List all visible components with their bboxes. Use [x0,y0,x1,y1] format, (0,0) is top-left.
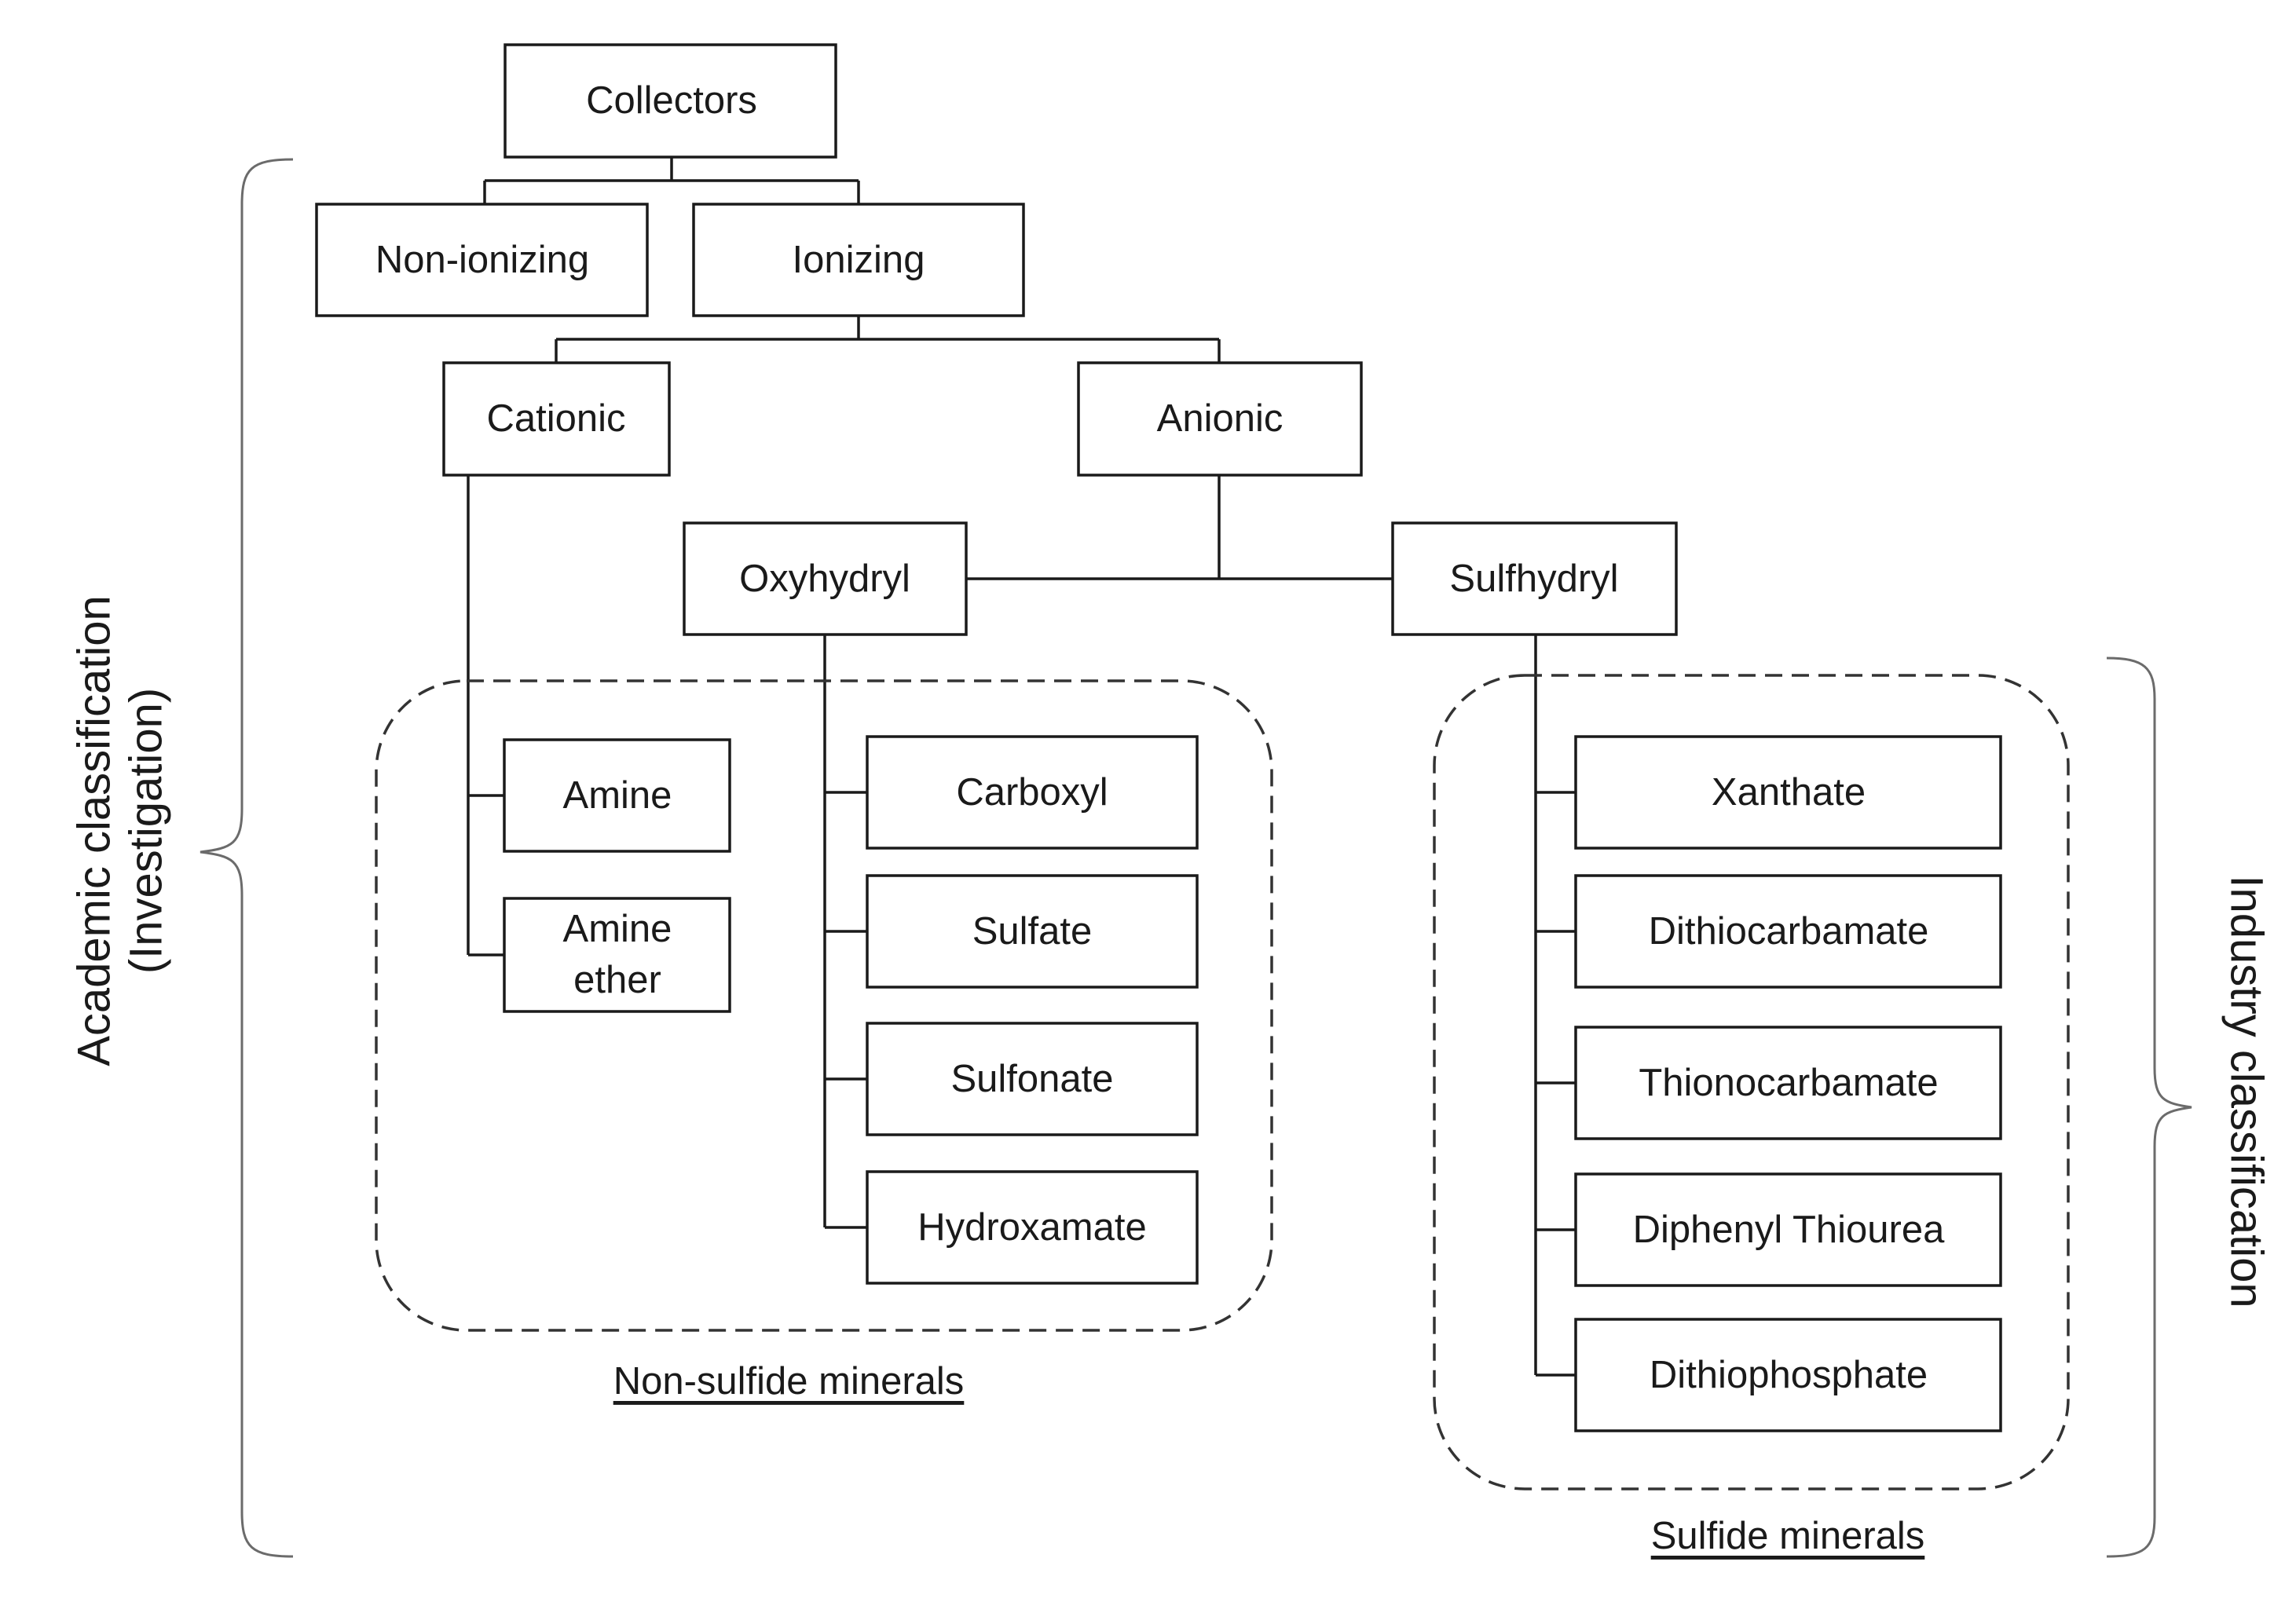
collectors-label: Collectors [586,79,757,122]
sulfonate-box: Sulfonate [866,1022,1199,1136]
amine-ether-label-line1: Amine [563,908,672,950]
industry-label: Industry classification [2221,875,2272,1308]
anionic-box: Anionic [1077,361,1363,477]
thionocarbamate-box: Thionocarbamate [1574,1026,2002,1140]
sulfhydryl-box: Sulfhydryl [1391,521,1678,636]
hydroxamate-label: Hydroxamate [917,1206,1146,1249]
non-sulfide-group-outline [375,679,1273,1332]
cationic-label: Cationic [486,397,625,440]
xanthate-label: Xanthate [1712,771,1866,814]
anionic-label: Anionic [1157,397,1283,440]
amine-ether-box: Amine ether [503,897,731,1013]
industry-classification-label: Industry classification [2221,875,2272,1308]
academic-label-line1: Academic classification [69,595,120,1066]
hydroxamate-box: Hydroxamate [866,1170,1199,1285]
oxyhydryl-box: Oxyhydryl [683,521,968,636]
sulfonate-label: Sulfonate [950,1058,1113,1100]
amine-ether-label-line2: ether [573,959,661,1001]
dithiocarbamate-box: Dithiocarbamate [1574,874,2002,989]
cationic-box: Cationic [442,361,671,477]
non-ionizing-box: Non-ionizing [315,203,649,317]
sulfate-label: Sulfate [972,910,1093,953]
non-ionizing-label: Non-ionizing [375,239,589,281]
connector-lines [467,157,1576,1377]
academic-brace [200,158,294,1558]
oxyhydryl-label: Oxyhydryl [739,558,910,600]
industry-brace [2106,657,2192,1558]
dithiophosphate-label: Dithiophosphate [1650,1354,1928,1396]
academic-label-line2: (Investigation) [121,688,172,974]
carboxyl-label: Carboxyl [956,771,1108,814]
carboxyl-box: Carboxyl [866,735,1199,850]
ionizing-box: Ionizing [692,203,1025,317]
non-sulfide-caption: Non-sulfide minerals [613,1360,965,1403]
sulfhydryl-label: Sulfhydryl [1449,558,1618,600]
academic-classification-label: Academic classification (Investigation) [69,595,172,1066]
dithiophosphate-box: Dithiophosphate [1574,1318,2002,1432]
sulfate-box: Sulfate [866,874,1199,989]
diphenyl-thiourea-label: Diphenyl Thiourea [1633,1209,1946,1251]
sulfide-caption: Sulfide minerals [1651,1515,1925,1557]
collectors-box: Collectors [504,43,837,159]
sulfide-group-outline [1433,674,2070,1490]
xanthate-box: Xanthate [1574,735,2002,850]
diphenyl-thiourea-box: Diphenyl Thiourea [1574,1172,2002,1287]
dithiocarbamate-label: Dithiocarbamate [1649,910,1929,953]
amine-label: Amine [563,774,672,817]
ionizing-label: Ionizing [793,239,925,281]
thionocarbamate-label: Thionocarbamate [1639,1062,1938,1104]
amine-box: Amine [503,738,731,853]
